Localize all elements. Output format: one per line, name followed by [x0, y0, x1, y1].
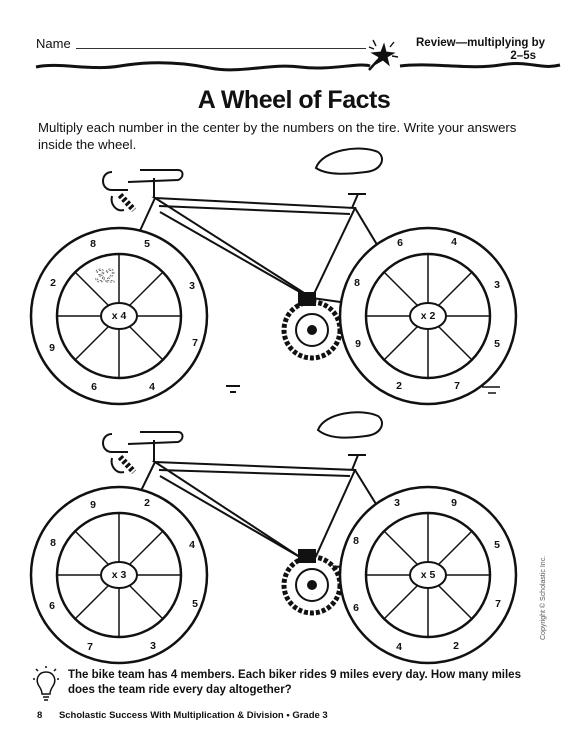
tire-number: 6 — [91, 381, 97, 393]
tire-number: 6 — [397, 237, 403, 249]
tire-number: 3 — [189, 280, 195, 292]
tire-number: 4 — [451, 236, 457, 248]
topic-label: Review—multiplying by 2–5s — [416, 37, 566, 63]
tire-number: 3 — [394, 497, 400, 509]
topic-line-1: Review—multiplying by — [416, 37, 546, 49]
tire-number: 2 — [50, 277, 56, 289]
name-label: Name — [36, 36, 71, 51]
tire-number: 9 — [355, 338, 361, 350]
tire-number: 2 — [144, 497, 150, 509]
page-title: A Wheel of Facts — [197, 86, 391, 114]
page-number: 8 — [37, 710, 43, 721]
tire-number: 8 — [50, 537, 56, 549]
tire-number: 7 — [454, 380, 460, 392]
directions: Multiply each number in the center by th… — [38, 120, 517, 152]
wheel-center-label: x 2 — [421, 310, 436, 322]
word-problem: The bike team has 4 members. Each biker … — [68, 669, 521, 696]
tire-number: 5 — [192, 598, 198, 610]
tire-number: 7 — [192, 337, 198, 349]
tire-number: 9 — [90, 499, 96, 511]
tire-number: 9 — [49, 342, 55, 354]
wheel-center-label: x 5 — [421, 569, 436, 581]
tire-number: 4 — [189, 539, 195, 551]
tire-number: 3 — [150, 640, 156, 652]
tire-number: 8 — [90, 238, 96, 250]
tire-number: 6 — [353, 602, 359, 614]
wheel-center-label: x 4 — [112, 310, 127, 322]
tire-number: 4 — [396, 641, 402, 653]
tire-number: 8 — [354, 277, 360, 289]
wheel-x3: x 3 2 4 5 3 7 6 8 9 — [29, 485, 209, 665]
tire-number: 5 — [144, 238, 150, 250]
tire-number: 9 — [451, 497, 457, 509]
wheel-x2: x 2 4 3 5 7 2 9 8 6 — [338, 226, 518, 406]
sample-answer: 32 — [95, 266, 115, 286]
wheel-x5: x 5 9 5 7 2 4 6 8 3 — [338, 485, 518, 665]
copyright-notice: Copyright © Scholastic Inc. — [540, 555, 547, 640]
wheel-x4: x 4 32 5 3 7 4 6 9 2 8 — [29, 226, 209, 406]
tire-number: 5 — [494, 539, 500, 551]
name-line[interactable] — [76, 48, 366, 49]
tire-number: 7 — [87, 641, 93, 653]
topic-line-2: 2–5s — [510, 50, 536, 62]
book-title: Scholastic Success With Multiplication &… — [58, 710, 328, 721]
page-footer: 8 Scholastic Success With Multiplication… — [37, 710, 328, 721]
bottom-chainring — [281, 549, 343, 616]
lightbulb-icon — [33, 666, 59, 701]
star-burst-icon — [368, 39, 399, 71]
tire-number: 8 — [353, 535, 359, 547]
header-divider — [35, 61, 561, 72]
top-chainring — [281, 292, 343, 361]
tire-number: 7 — [495, 598, 501, 610]
tire-number: 4 — [149, 381, 155, 393]
tire-number: 2 — [453, 640, 459, 652]
tire-number: 3 — [494, 279, 500, 291]
tire-number: 5 — [494, 338, 500, 350]
wheel-center-label: x 3 — [112, 569, 127, 581]
tire-number: 2 — [396, 380, 402, 392]
tire-number: 6 — [49, 600, 55, 612]
